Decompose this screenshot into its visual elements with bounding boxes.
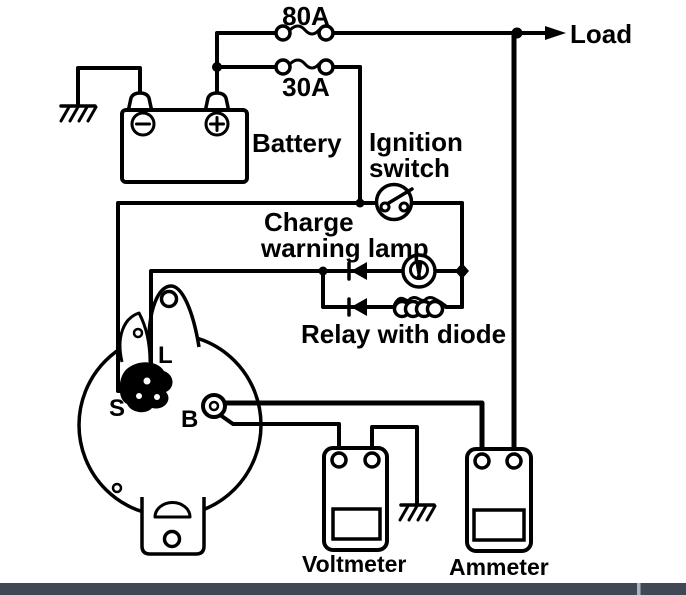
connector-detail-3 [154,394,160,400]
voltmeter-symbol [322,446,389,552]
alternator-half-moon-vent [153,501,192,519]
voltmeter-display [331,507,382,541]
battery-symbol [120,91,249,184]
alternator-connector [119,362,173,413]
wire-battery-negative-to-ground [76,66,142,108]
ammeter-symbol [465,447,533,553]
label-charge-lamp-line2: warning lamp [260,233,429,263]
label-load: Load [570,19,632,49]
fuse-80a-symbol [274,24,335,42]
fuse-30a-right-contact [317,58,335,76]
junction-lamp-relay-join [455,263,469,279]
fuse-30a-left-contact [274,58,292,76]
junction-battery-feed [212,62,222,72]
fuse-80a-left-contact [274,24,292,42]
relay-coil-symbol [392,296,448,319]
label-ignition-line1: Ignition [369,127,463,157]
fuse-80a-right-contact [317,24,335,42]
alternator-top-ear-hole [159,289,179,309]
wire-voltmeter-to-ground [370,425,419,506]
diode-relay-branch-icon [347,297,367,317]
alternator-symbol [77,284,263,556]
battery-negative-post [126,91,154,113]
junction-lamp-relay-split [318,266,328,276]
relay-coil-top [392,296,448,308]
bottom-bar [0,583,686,595]
junction-load [511,27,523,39]
charge-warning-lamp-symbol [401,253,437,289]
label-ammeter: Ammeter [449,554,549,580]
label-fuse-30a: 30A [282,72,330,102]
ammeter-terminal-left [473,452,491,470]
label-ignition-line2: switch [369,153,450,183]
label-fuse-80a: 80A [282,1,330,31]
voltmeter-terminal-right [363,451,381,469]
wire-switch-to-s-terminal [116,201,464,393]
load-arrow-icon [545,26,566,40]
connector-detail-2 [136,393,142,399]
fuse-80a-element [288,24,321,36]
ammeter-display [472,508,526,542]
wire-battery-to-fuse80 [215,31,278,97]
label-relay-with-diode: Relay with diode [301,319,506,349]
label-battery: Battery [252,128,342,158]
alternator-lower-left-hole [111,482,123,494]
lamp-filament [415,263,423,279]
label-terminal-b: B [181,406,198,433]
wire-b-terminal-to-ammeter [219,400,485,457]
voltmeter-terminal-left [330,451,348,469]
fuse-30a-symbol [274,58,335,76]
connector-detail-1 [143,377,151,385]
b-terminal-symbol [201,393,227,419]
diode-lamp-branch-icon [347,261,367,281]
alternator-left-ear [118,311,152,363]
alternator-bottom-lug-hole [162,529,182,549]
battery-positive-terminal-icon [204,111,230,137]
bottom-bar-divider [637,583,641,595]
ignition-switch-lever [385,187,414,206]
label-charge-lamp-line1: Charge [264,207,354,237]
ignition-switch-contact-right [398,201,410,213]
ignition-switch-contact-left [379,201,391,213]
label-terminal-l: L [158,342,173,369]
ammeter-terminal-right [505,452,523,470]
ground-icon-voltmeter [398,503,437,522]
junction-switch-line [355,198,365,208]
battery-positive-post [203,91,231,113]
fuse-30a-element [288,58,321,70]
wire-relay-branch-left [321,269,396,309]
wire-b-terminal-to-voltmeter [214,410,341,455]
battery-negative-terminal-icon [130,111,156,137]
ignition-switch-symbol [374,182,414,222]
alternator-left-ear-hole [132,327,144,339]
label-terminal-s: S [109,395,125,422]
ground-icon-battery [59,104,98,123]
label-voltmeter: Voltmeter [302,551,406,577]
